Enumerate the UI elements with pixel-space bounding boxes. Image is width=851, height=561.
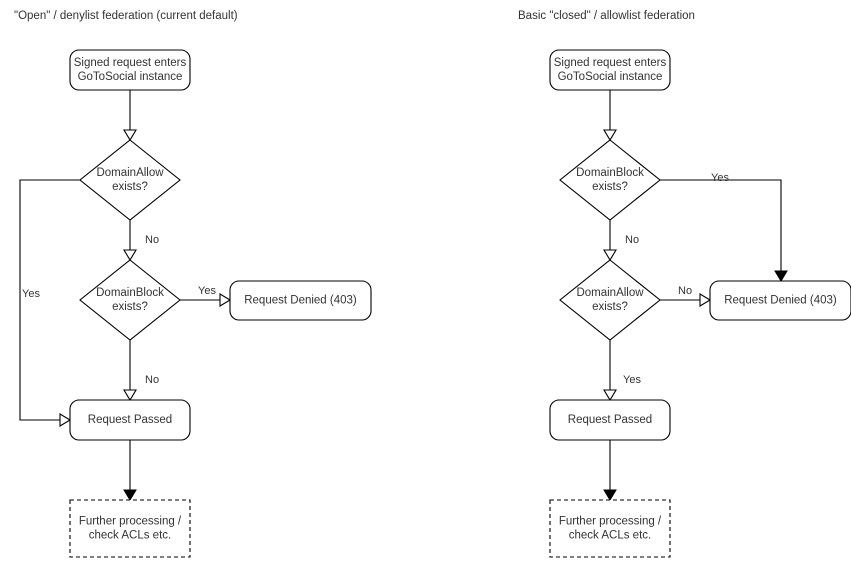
edge-domain-allow-yes-to-request-passed-label: Yes <box>623 374 641 386</box>
edge-domain-allow-yes-to-request-passed-arrowhead <box>603 389 617 402</box>
further-processing-node[interactable] <box>69 499 191 558</box>
edge-request-passed-to-further-processing-arrowhead <box>123 489 137 501</box>
node-label-line: exists? <box>592 301 628 313</box>
further-processing-node-label: Further processing / check ACLs etc. <box>559 516 662 542</box>
edge-entry-to-domain-block-arrowhead <box>603 129 617 142</box>
domain-block-decision-label: DomainBlock exists? <box>576 167 644 193</box>
node-label-line: exists? <box>112 181 148 193</box>
node-label-line: exists? <box>592 181 628 193</box>
request-denied-node-label: Request Denied (403) <box>724 295 837 307</box>
edge-domain-allow-yes-to-request-passed-label: Yes <box>22 288 40 300</box>
request-passed-node[interactable] <box>549 399 671 441</box>
domain-allow-decision[interactable] <box>79 139 181 221</box>
request-passed-node[interactable] <box>69 399 191 441</box>
edge-domain-block-yes-to-request-denied-label: Yes <box>198 285 216 297</box>
edge-request-passed-to-further-processing-arrowhead <box>603 489 617 501</box>
node-label-line: GoToSocial instance <box>558 71 663 83</box>
request-denied-node[interactable] <box>709 280 851 321</box>
node-label-line: DomainAllow <box>576 287 644 299</box>
node-label-line: Request Passed <box>568 414 652 426</box>
domain-block-decision-label: DomainBlock exists? <box>96 287 164 313</box>
domain-block-decision[interactable] <box>559 139 661 221</box>
edge-domain-allow-yes-to-request-passed <box>19 179 80 421</box>
node-label-line: DomainAllow <box>96 167 164 179</box>
domain-block-decision[interactable] <box>79 259 181 341</box>
node-label-line: Signed request enters <box>74 57 187 69</box>
node-label-line: check ACLs etc. <box>89 530 171 542</box>
signed-request-entry[interactable] <box>69 49 191 91</box>
edge-domain-block-no-to-domain-allow-arrowhead <box>603 249 617 262</box>
flowchart-content: "Open" / denylist federation (current de… <box>14 10 851 558</box>
edge-domain-allow-yes-to-request-passed-arrowhead <box>59 413 72 427</box>
panel-title: "Open" / denylist federation (current de… <box>14 10 238 22</box>
edge-entry-to-domain-allow-arrowhead <box>123 129 137 142</box>
node-label-line: exists? <box>112 301 148 313</box>
panel-right-panel: Basic "closed" / allowlist federationYes… <box>518 10 851 558</box>
edge-domain-block-yes-to-request-denied-arrowhead <box>219 293 232 307</box>
request-denied-node[interactable] <box>229 280 372 321</box>
edge-domain-allow-no-to-request-denied-arrowhead <box>699 293 712 307</box>
node-label-line: Signed request enters <box>554 57 667 69</box>
node-label-line: GoToSocial instance <box>78 71 183 83</box>
edge-domain-block-yes-to-request-denied-label: Yes <box>711 172 729 184</box>
edge-domain-block-no-to-request-passed-arrowhead <box>123 389 137 402</box>
request-passed-node-label: Request Passed <box>88 414 172 426</box>
panel-title: Basic "closed" / allowlist federation <box>518 10 695 22</box>
signed-request-entry[interactable] <box>549 49 671 91</box>
domain-allow-decision-label: DomainAllow exists? <box>96 167 164 193</box>
edge-domain-block-no-to-domain-allow-label: No <box>625 234 639 246</box>
edge-domain-allow-no-to-domain-block-arrowhead <box>123 249 137 262</box>
edge-domain-block-yes-to-request-denied <box>660 179 782 275</box>
further-processing-node[interactable] <box>549 499 671 558</box>
node-label-line: Request Denied (403) <box>724 295 837 307</box>
node-label-line: DomainBlock <box>576 167 644 179</box>
domain-allow-decision-label: DomainAllow exists? <box>576 287 644 313</box>
request-passed-node-label: Request Passed <box>568 414 652 426</box>
node-label-line: Further processing / <box>79 516 182 528</box>
request-denied-node-label: Request Denied (403) <box>244 295 357 307</box>
edge-domain-block-yes-to-request-denied-arrowhead <box>774 270 788 282</box>
edge-domain-allow-no-to-domain-block-label: No <box>145 234 159 246</box>
panel-left-panel: "Open" / denylist federation (current de… <box>14 10 372 558</box>
node-label-line: Request Denied (403) <box>244 295 357 307</box>
edge-domain-allow-no-to-request-denied-label: No <box>678 285 692 297</box>
further-processing-node-label: Further processing / check ACLs etc. <box>79 516 182 542</box>
edge-domain-block-no-to-request-passed-label: No <box>145 374 159 386</box>
node-label-line: Further processing / <box>559 516 662 528</box>
node-label-line: Request Passed <box>88 414 172 426</box>
domain-allow-decision[interactable] <box>559 259 661 341</box>
node-label-line: check ACLs etc. <box>569 530 651 542</box>
node-label-line: DomainBlock <box>96 287 164 299</box>
